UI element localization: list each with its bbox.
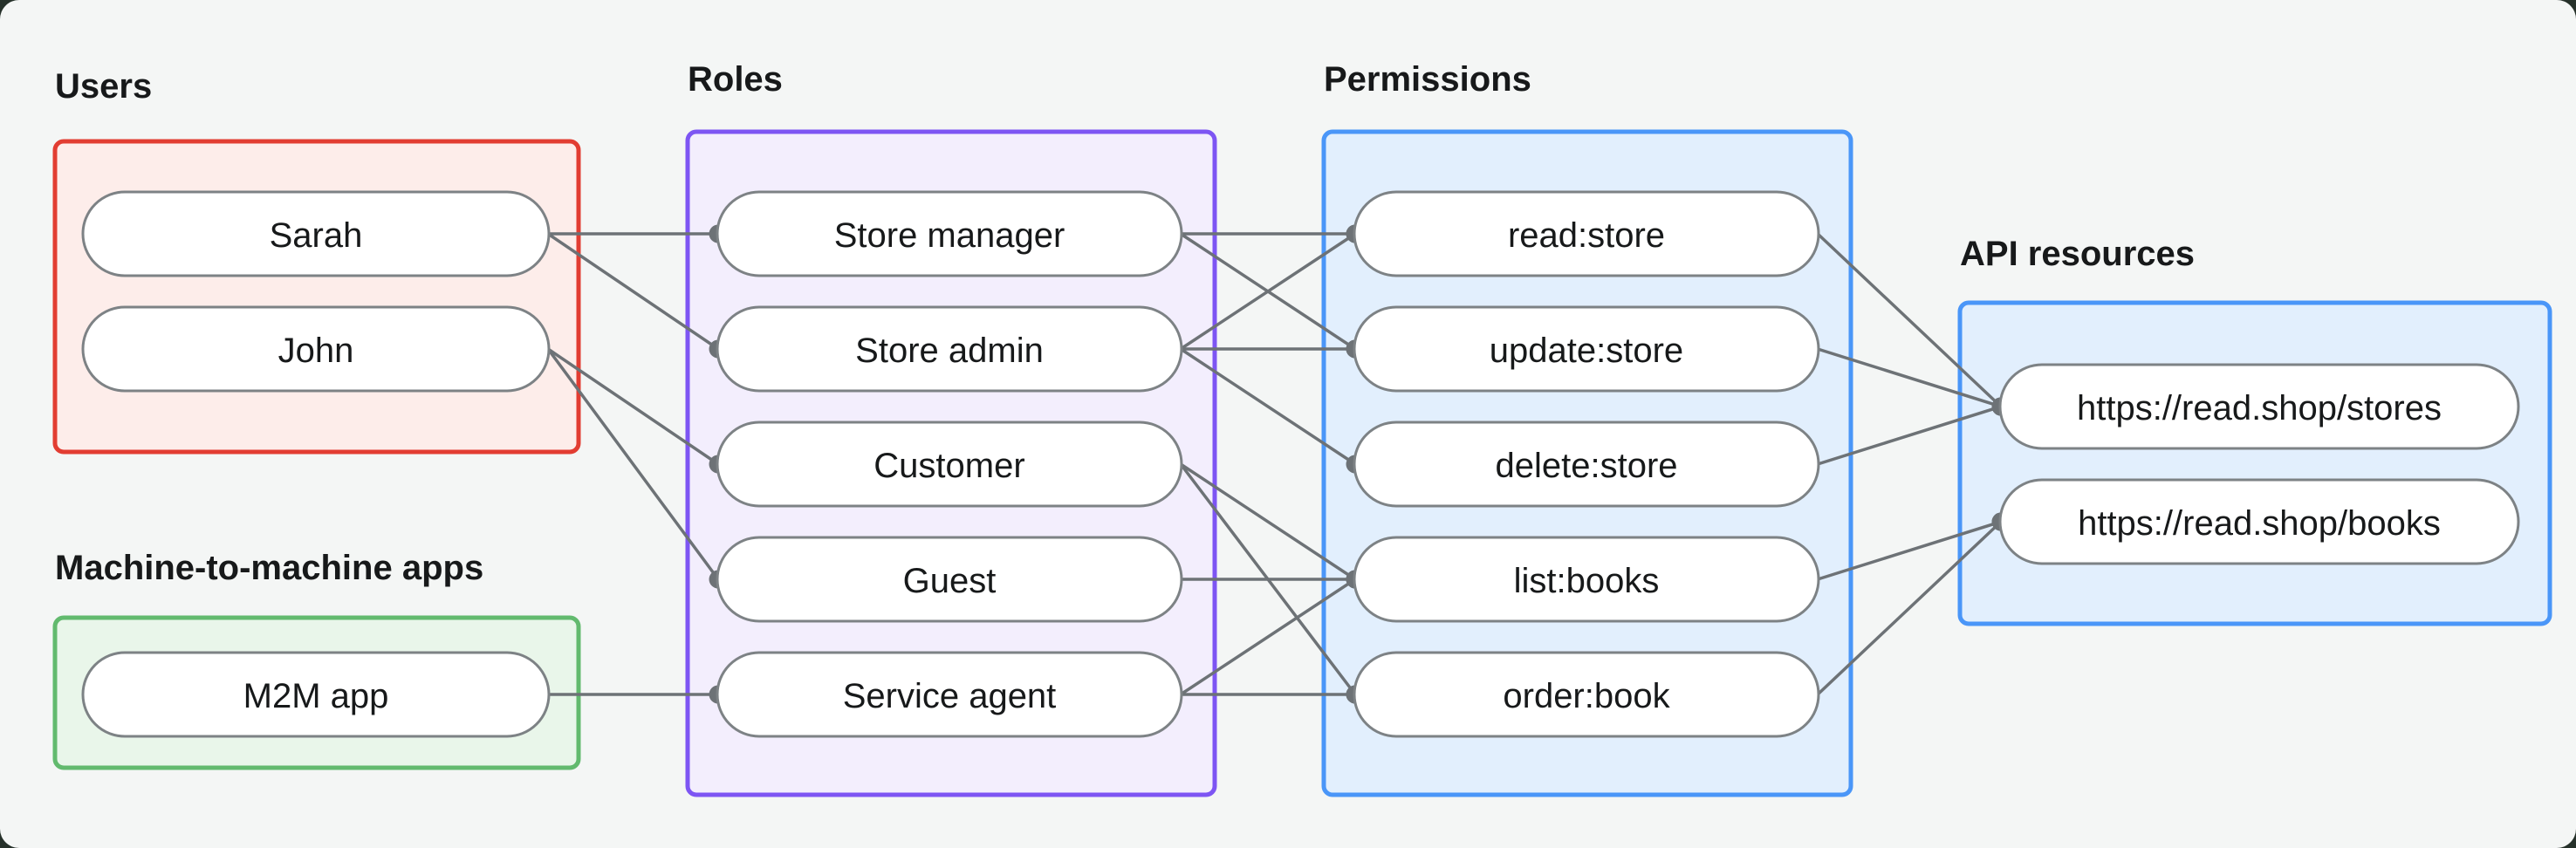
node-m2m_app: M2M app xyxy=(81,651,551,738)
group-label-roles: Roles xyxy=(688,60,783,99)
group-label-users: Users xyxy=(55,67,152,106)
node-label-john: John xyxy=(278,332,354,370)
node-pill-customer xyxy=(716,421,1183,508)
node-pill-john xyxy=(81,305,551,393)
node-label-delete_store: delete:store xyxy=(1495,447,1677,485)
node-label-list_books: list:books xyxy=(1514,562,1660,600)
node-store_admin: Store admin xyxy=(716,305,1183,393)
group-box-users xyxy=(52,139,581,455)
node-label-sarah: Sarah xyxy=(270,216,363,255)
node-label-store_manager: Store manager xyxy=(834,216,1065,255)
group-label-permissions: Permissions xyxy=(1324,60,1531,99)
node-guest: Guest xyxy=(716,536,1183,623)
edge-store_admin-read_store xyxy=(1180,232,1356,351)
node-pill-books_api xyxy=(1998,478,2520,565)
node-label-stores_api: https://read.shop/stores xyxy=(2077,389,2442,427)
node-stores_api: https://read.shop/stores xyxy=(1998,363,2520,450)
edge-store_admin-delete_store xyxy=(1180,347,1356,466)
edge-john-guest xyxy=(546,347,720,581)
node-customer: Customer xyxy=(716,421,1183,508)
node-pill-delete_store xyxy=(1353,421,1820,508)
group-label-api: API resources xyxy=(1960,235,2195,273)
edge-update_store-stores_api xyxy=(1817,347,2002,408)
node-pill-guest xyxy=(716,536,1183,623)
node-read_store: read:store xyxy=(1353,190,1820,277)
node-list_books: list:books xyxy=(1353,536,1820,623)
node-pill-update_store xyxy=(1353,305,1820,393)
node-sarah: Sarah xyxy=(81,190,551,277)
node-pill-read_store xyxy=(1353,190,1820,277)
node-pill-order_book xyxy=(1353,651,1820,738)
node-label-read_store: read:store xyxy=(1508,216,1665,255)
node-books_api: https://read.shop/books xyxy=(1998,478,2520,565)
node-pill-service_agent xyxy=(716,651,1183,738)
group-box-api xyxy=(1957,300,2552,626)
node-pill-stores_api xyxy=(1998,363,2520,450)
node-delete_store: delete:store xyxy=(1353,421,1820,508)
node-pill-list_books xyxy=(1353,536,1820,623)
edge-john-customer xyxy=(547,347,719,466)
node-service_agent: Service agent xyxy=(716,651,1183,738)
node-label-customer: Customer xyxy=(874,447,1024,485)
edge-sarah-store_admin xyxy=(547,232,719,351)
node-store_manager: Store manager xyxy=(716,190,1183,277)
node-pill-m2m_app xyxy=(81,651,551,738)
node-pill-store_admin xyxy=(716,305,1183,393)
node-label-guest: Guest xyxy=(903,562,997,600)
edge-list_books-books_api xyxy=(1817,520,2002,581)
node-label-books_api: https://read.shop/books xyxy=(2078,504,2441,543)
node-john: John xyxy=(81,305,551,393)
edge-read_store-stores_api xyxy=(1816,232,2003,408)
node-label-order_book: order:book xyxy=(1503,677,1670,715)
group-label-m2m: Machine-to-machine apps xyxy=(55,549,483,587)
node-label-store_admin: Store admin xyxy=(855,332,1044,370)
node-pill-sarah xyxy=(81,190,551,277)
node-label-m2m_app: M2M app xyxy=(243,677,389,715)
edge-service_agent-list_books xyxy=(1180,578,1356,696)
node-label-update_store: update:store xyxy=(1490,332,1683,370)
node-label-service_agent: Service agent xyxy=(843,677,1057,715)
node-pill-store_manager xyxy=(716,190,1183,277)
node-update_store: update:store xyxy=(1353,305,1820,393)
edge-customer-list_books xyxy=(1180,462,1356,581)
edge-order_book-books_api xyxy=(1816,520,2003,696)
node-order_book: order:book xyxy=(1353,651,1820,738)
edge-delete_store-stores_api xyxy=(1817,405,2002,466)
